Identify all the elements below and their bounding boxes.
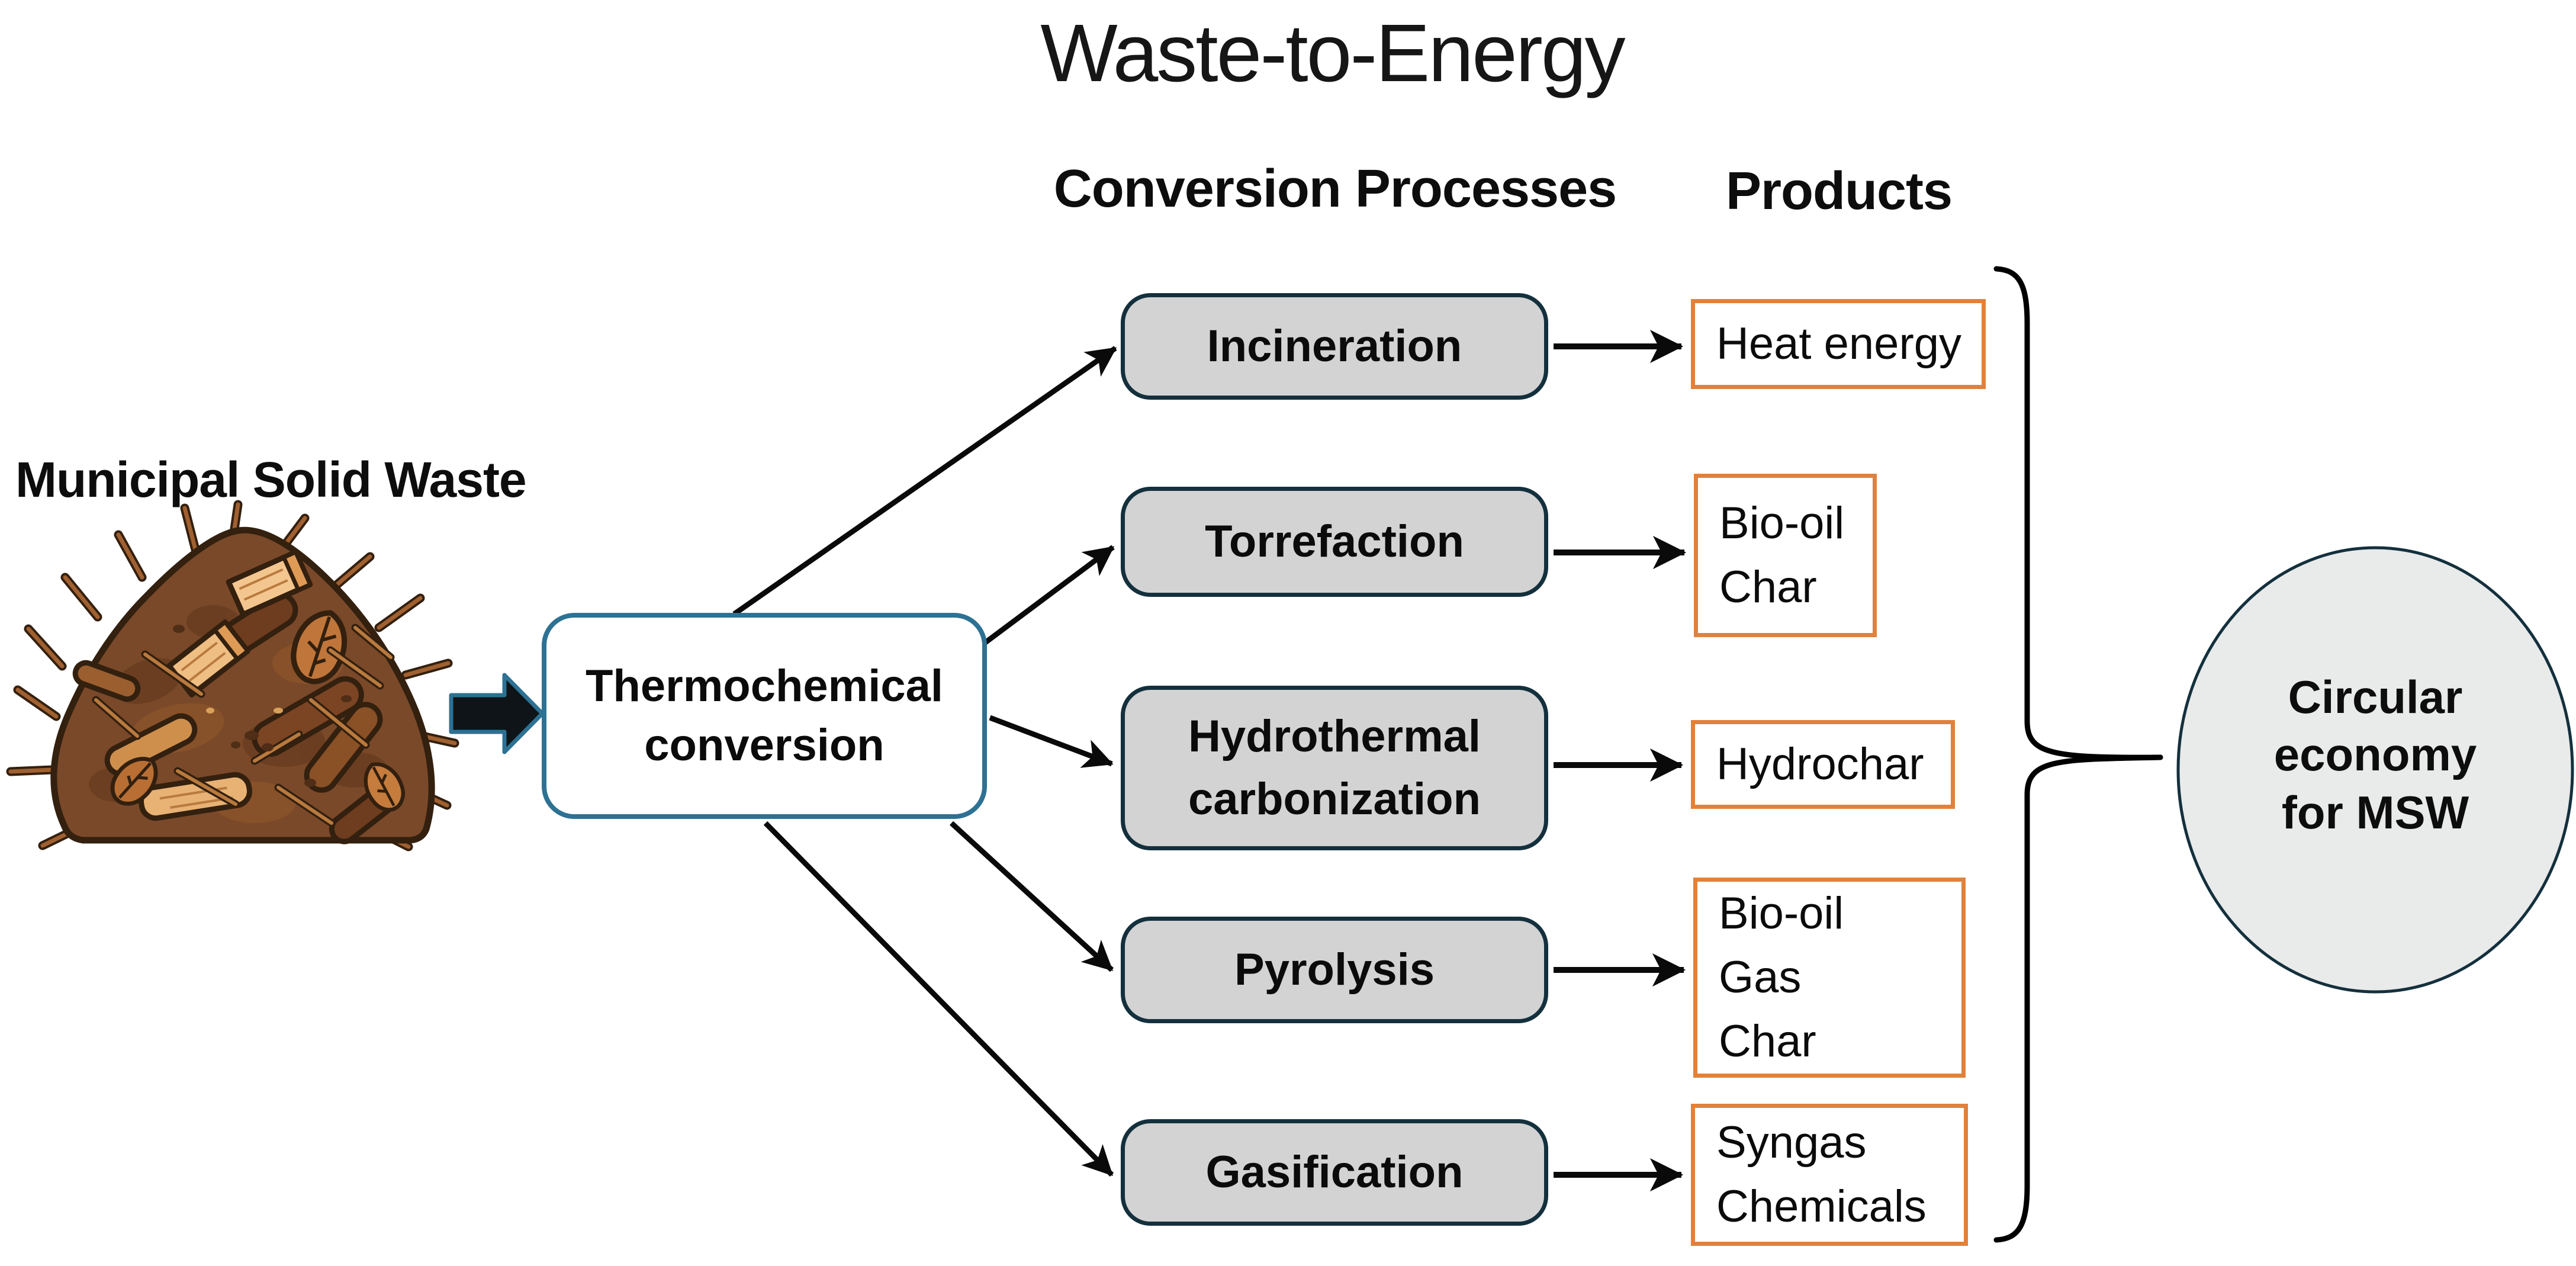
product-bio-oil-gas-char: Bio-oil Gas Char — [1693, 878, 1966, 1078]
product-hydrochar: Hydrochar — [1691, 720, 1955, 809]
process-to-product-arrows — [1554, 329, 1687, 1192]
product-line: Hydrochar — [1716, 739, 1924, 790]
arrow-to-pyrolysis — [949, 821, 1114, 972]
process-label: Incineration — [1207, 320, 1462, 371]
outcome-line: Circular — [2288, 670, 2463, 723]
node-thermochemical-conversion: Thermochemical conversion — [542, 613, 987, 819]
process-hydrothermal-carbonization: Hydrothermal carbonization — [1121, 686, 1548, 850]
process-label: Pyrolysis — [1234, 944, 1435, 995]
outcome-label-circular-economy: Circular economy for MSW — [2178, 548, 2572, 962]
outcome-circle — [2176, 546, 2574, 994]
outcome-line: economy — [2273, 728, 2477, 781]
product-line: Heat energy — [1716, 319, 1962, 369]
arrow-to-gasification — [763, 821, 1114, 1177]
product-line: Chemicals — [1716, 1181, 1927, 1232]
product-line: Syngas — [1716, 1117, 1867, 1168]
product-line: Gas — [1719, 952, 1802, 1003]
thermo-label-line: conversion — [644, 720, 885, 770]
product-line: Bio-oil — [1719, 498, 1845, 549]
product-line: Char — [1719, 1016, 1816, 1066]
product-heat-energy: Heat energy — [1691, 299, 1986, 389]
process-label: Gasification — [1205, 1146, 1464, 1197]
page-title: Waste-to-Energy — [1040, 7, 1625, 99]
header-products: Products — [1725, 162, 1953, 221]
process-gasification: Gasification — [1121, 1119, 1548, 1226]
product-syngas-chemicals: Syngas Chemicals — [1691, 1104, 1968, 1246]
header-conversion-processes: Conversion Processes — [1053, 159, 1617, 219]
process-label: Hydrothermal carbonization — [1188, 711, 1481, 824]
product-bio-oil-char: Bio-oil Char — [1694, 474, 1877, 637]
curly-brace-right — [1993, 266, 2163, 1243]
converter-to-process-arrows — [732, 346, 1117, 1177]
product-line: Bio-oil — [1719, 888, 1844, 939]
arrow-to-incineration — [732, 346, 1117, 616]
arrow-to-torrefaction — [978, 545, 1115, 649]
process-label: Torrefaction — [1205, 516, 1464, 567]
process-pyrolysis: Pyrolysis — [1121, 917, 1548, 1023]
product-line: Char — [1719, 562, 1817, 612]
block-arrow-right-icon — [449, 673, 545, 754]
process-incineration: Incineration — [1121, 293, 1548, 400]
outcome-line: for MSW — [2281, 786, 2469, 838]
process-torrefaction: Torrefaction — [1121, 487, 1548, 597]
waste-pile-illustration — [6, 500, 459, 852]
thermo-label-line: Thermochemical — [586, 660, 943, 711]
arrow-to-hydrothermal — [989, 715, 1114, 768]
input-label-municipal-solid-waste: Municipal Solid Waste — [15, 452, 527, 507]
